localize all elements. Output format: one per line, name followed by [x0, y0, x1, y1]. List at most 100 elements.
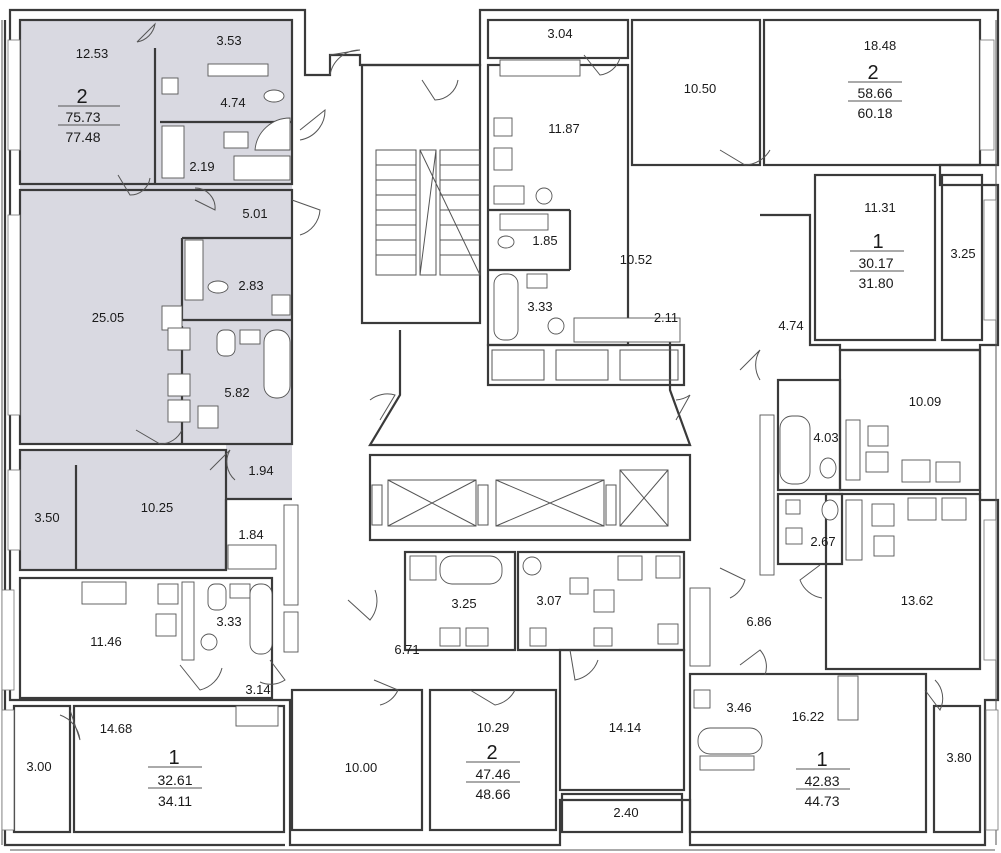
apt-e-walls — [759, 173, 997, 671]
apartment-summary-e[interactable]: 1 30.17 31.80 — [850, 231, 904, 291]
door-swing-icon — [373, 679, 399, 706]
radiator-icon — [409, 555, 437, 581]
sink-icon — [871, 503, 895, 527]
room-area-label: 4.74 — [778, 318, 803, 333]
elevator-icon — [619, 469, 669, 527]
apartment-total-area: 44.73 — [804, 793, 839, 809]
highlighted-apartment-area[interactable] — [20, 20, 292, 570]
bathtub-icon — [263, 329, 291, 399]
room-area-label: 10.52 — [620, 252, 653, 267]
toilet-icon — [819, 457, 837, 479]
washbasin-icon — [271, 294, 291, 316]
apartment-living-area: 47.46 — [475, 766, 510, 782]
toilet-icon — [529, 627, 547, 647]
washing-machine-icon — [522, 556, 542, 576]
apartment-summary-ne[interactable]: 2 58.66 60.18 — [848, 62, 902, 121]
room-area-label: 4.03 — [813, 430, 838, 445]
sink-icon — [167, 327, 191, 351]
door-swing-icon — [675, 394, 691, 421]
door-swing-icon — [799, 564, 823, 599]
room-area-label: 3.33 — [216, 614, 241, 629]
shelf-icon — [759, 414, 775, 576]
toilet-icon — [497, 235, 515, 249]
apartment-summary-sw[interactable]: 1 32.61 34.11 — [148, 747, 202, 809]
door-swing-icon — [117, 174, 151, 196]
door-swing-icon — [179, 664, 223, 691]
room-area-label: 1.94 — [248, 463, 273, 478]
door-swing-icon — [194, 187, 216, 211]
toilet-icon — [821, 499, 839, 521]
apartment-summary-s[interactable]: 2 47.46 48.66 — [466, 742, 520, 802]
apartment-total-area: 34.11 — [158, 793, 192, 809]
door-swing-icon — [469, 689, 516, 706]
bathtub-icon — [779, 415, 811, 485]
shelf-icon — [283, 611, 299, 653]
door-swing-icon — [739, 649, 767, 676]
room-area-label: 3.53 — [216, 33, 241, 48]
sink-icon — [493, 185, 525, 205]
door-swing-icon — [719, 149, 771, 166]
washing-machine-icon — [535, 187, 553, 205]
bathtub-icon — [249, 583, 273, 655]
stove-icon — [167, 373, 191, 397]
stove-icon — [81, 581, 127, 605]
door-swing-icon — [739, 349, 761, 381]
sink-icon — [157, 583, 179, 605]
room-area-label: 3.50 — [34, 510, 59, 525]
radiator-icon — [499, 59, 581, 77]
room-area-label: 3.80 — [946, 750, 971, 765]
room-area-label: 3.14 — [245, 682, 270, 697]
room-area-label: 6.86 — [746, 614, 771, 629]
apartment-living-area: 32.61 — [157, 772, 192, 788]
room-area-label: 2.83 — [238, 278, 263, 293]
room-area-label: 3.33 — [527, 299, 552, 314]
radiator-icon — [689, 587, 711, 667]
washbasin-icon — [439, 627, 461, 647]
apt-s-walls — [290, 550, 686, 834]
bathtub-icon — [439, 555, 503, 585]
sink-icon — [593, 589, 615, 613]
shelf-icon — [845, 419, 861, 481]
room-area-label: 3.25 — [950, 246, 975, 261]
toilet-icon — [207, 583, 227, 611]
room-area-label: 4.74 — [220, 95, 245, 110]
room-area-label: 2.67 — [810, 534, 835, 549]
door-swings — [59, 22, 944, 741]
shelf-icon — [283, 504, 299, 606]
room-area-label: 12.53 — [76, 46, 109, 61]
radiator-icon — [161, 125, 185, 179]
room-area-label: 3.04 — [547, 26, 572, 41]
toilet-icon — [216, 329, 236, 357]
door-swing-icon — [59, 709, 81, 741]
room-area-label: 11.31 — [864, 200, 896, 215]
door-swing-icon — [421, 79, 459, 101]
radiator-icon — [235, 705, 279, 727]
apartment-total-area: 31.80 — [858, 275, 893, 291]
apt-n-walls — [486, 18, 995, 387]
room-area-label: 16.22 — [792, 709, 825, 724]
room-area-label: 10.00 — [345, 760, 378, 775]
stove-icon — [867, 425, 889, 447]
door-swing-icon — [299, 108, 326, 141]
apt-se-walls — [688, 587, 999, 834]
stove-icon — [155, 613, 177, 637]
room-area-label: 25.05 — [92, 310, 125, 325]
door-swing-icon — [209, 449, 236, 481]
room-area-label: 2.19 — [189, 159, 214, 174]
room-area-label: 5.01 — [242, 206, 267, 221]
sink-icon — [865, 451, 889, 473]
apartment-room-count: 1 — [168, 747, 179, 769]
apartment-living-area: 42.83 — [804, 773, 839, 789]
door-swing-icon — [719, 567, 746, 599]
apt-nw-fixtures — [161, 63, 291, 570]
radiator-icon — [699, 755, 755, 771]
apartment-summary-nw[interactable]: 2 75.73 77.48 — [58, 86, 120, 145]
shelf-icon — [184, 239, 204, 301]
room-area-label: 6.71 — [394, 642, 419, 657]
door-swing-icon — [135, 429, 183, 445]
ventilation-icon — [161, 305, 183, 331]
bathtub-icon — [207, 63, 269, 77]
room-area-label: 10.50 — [684, 81, 717, 96]
apartment-summary-se[interactable]: 1 42.83 44.73 — [796, 749, 850, 809]
